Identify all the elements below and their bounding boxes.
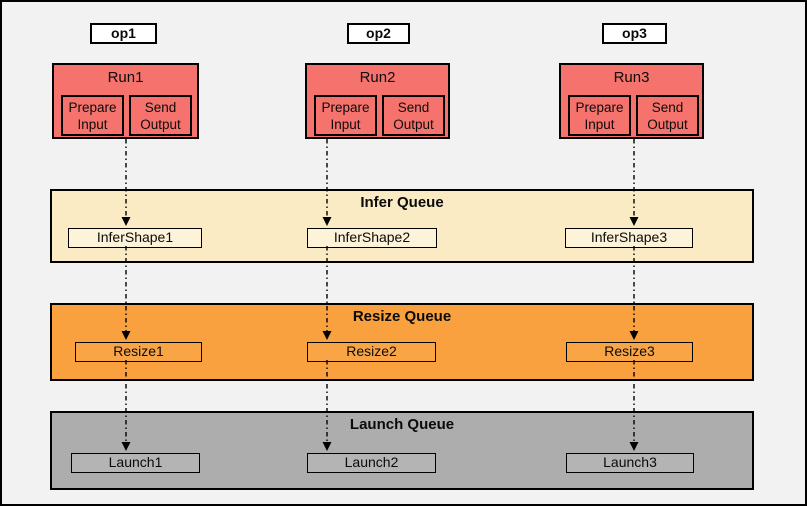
run1-send-output-box: Send Output: [129, 95, 192, 136]
run3-block: Run3 Prepare Input Send Output: [559, 63, 704, 139]
flow-arrow-col3: [629, 139, 639, 451]
run3-prepare-input-box: Prepare Input: [568, 95, 631, 136]
op3-label: op3: [602, 23, 667, 44]
run1-prepare-input-box: Prepare Input: [61, 95, 124, 136]
run2-send-output-box: Send Output: [382, 95, 445, 136]
resize2-box: Resize2: [307, 342, 436, 362]
infer-queue-title: Infer Queue: [360, 194, 444, 211]
infer-queue-band: Infer Queue InferShape1 InferShape2 Infe…: [50, 189, 754, 263]
run1-block: Run1 Prepare Input Send Output: [52, 63, 199, 139]
run3-title: Run3: [613, 69, 650, 86]
run2-title: Run2: [359, 69, 396, 86]
launch2-box: Launch2: [307, 453, 436, 473]
resize-queue-title: Resize Queue: [352, 308, 452, 325]
op1-label: op1: [90, 23, 157, 44]
op2-label: op2: [347, 23, 410, 44]
infershape3-box: InferShape3: [565, 228, 693, 248]
resize3-box: Resize3: [566, 342, 693, 362]
resize-queue-band: Resize Queue Resize1 Resize2 Resize3: [50, 303, 754, 381]
infershape2-box: InferShape2: [307, 228, 437, 248]
launch3-box: Launch3: [566, 453, 694, 473]
flow-arrow-col2: [322, 139, 332, 451]
resize1-box: Resize1: [75, 342, 202, 362]
flow-arrow-col1: [121, 139, 131, 451]
launch-queue-band: Launch Queue Launch1 Launch2 Launch3: [50, 411, 754, 490]
run3-send-output-box: Send Output: [636, 95, 699, 136]
run2-prepare-input-box: Prepare Input: [314, 95, 377, 136]
infershape1-box: InferShape1: [68, 228, 202, 248]
launch1-box: Launch1: [71, 453, 200, 473]
run1-title: Run1: [107, 69, 144, 86]
launch-queue-title: Launch Queue: [349, 416, 455, 433]
run2-block: Run2 Prepare Input Send Output: [305, 63, 450, 139]
